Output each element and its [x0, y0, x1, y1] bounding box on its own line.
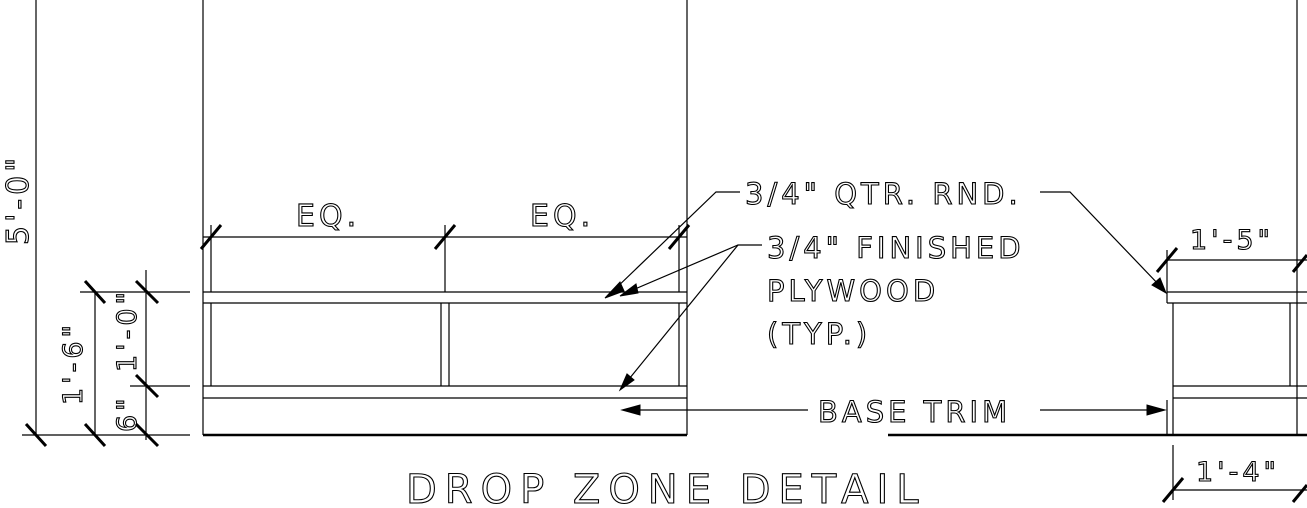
leader-plywood-top [627, 244, 762, 293]
tick-bench-bottom [83, 422, 107, 448]
leader-plywood-bottom [624, 244, 739, 385]
leader-qtr-rnd-left [611, 191, 740, 293]
tick-side-bottom-left [1161, 477, 1185, 503]
eq-right-label: EQ. [530, 199, 594, 234]
eq-tick-center [433, 224, 457, 250]
side-elevation [888, 0, 1307, 503]
tick-side-bottom-right [1291, 484, 1307, 503]
tick-seat-top [134, 279, 160, 305]
eq-dimension [199, 224, 691, 292]
eq-tick-left [199, 224, 223, 250]
arrowhead-qtr-rnd-left [604, 281, 625, 299]
seat-to-base-label: 1'-0" [112, 288, 143, 372]
left-dimensions [22, 270, 190, 448]
arrowhead-base-trim-right [1146, 404, 1167, 416]
arrowhead-plywood-bottom [618, 373, 635, 392]
base-trim-label: BASE TRIM [818, 395, 1011, 429]
tick-base-bottom [134, 422, 160, 448]
tick-seat-base [134, 373, 160, 399]
annotations: EQ. EQ. 3/4" QTR. RND. 3/4" FINISHED PLY… [0, 153, 1280, 508]
tick-side-top-left [1155, 247, 1179, 273]
arrowhead-plywood-top [619, 283, 639, 297]
tick-side-top-right [1291, 254, 1307, 273]
leaders [604, 191, 1167, 416]
eq-left-label: EQ. [296, 199, 360, 234]
tick-bench-top [83, 279, 107, 305]
tick-overall-bottom [24, 422, 48, 448]
drawing-title: DROP ZONE DETAIL [406, 467, 927, 508]
plywood-label-line3: (TYP.) [767, 317, 871, 351]
side-depth-bottom-label: 1'-4" [1196, 457, 1280, 488]
leader-qtr-rnd-right [1040, 191, 1162, 288]
plywood-label-line1: 3/4" FINISHED [767, 231, 1025, 265]
bench-height-label: 1'-6" [58, 321, 89, 405]
side-depth-top-label: 1'-5" [1190, 225, 1274, 256]
arrowhead-qtr-rnd-right [1151, 277, 1167, 295]
qtr-rnd-label: 3/4" QTR. RND. [745, 177, 1022, 211]
base-height-label: 6" [112, 394, 143, 432]
front-elevation [35, 0, 688, 437]
plywood-label-line2: PLYWOOD [767, 274, 939, 308]
overall-height-label: 5'-0" [1, 154, 36, 245]
arrowhead-base-trim-left [620, 404, 641, 416]
eq-tick-right [667, 224, 691, 250]
